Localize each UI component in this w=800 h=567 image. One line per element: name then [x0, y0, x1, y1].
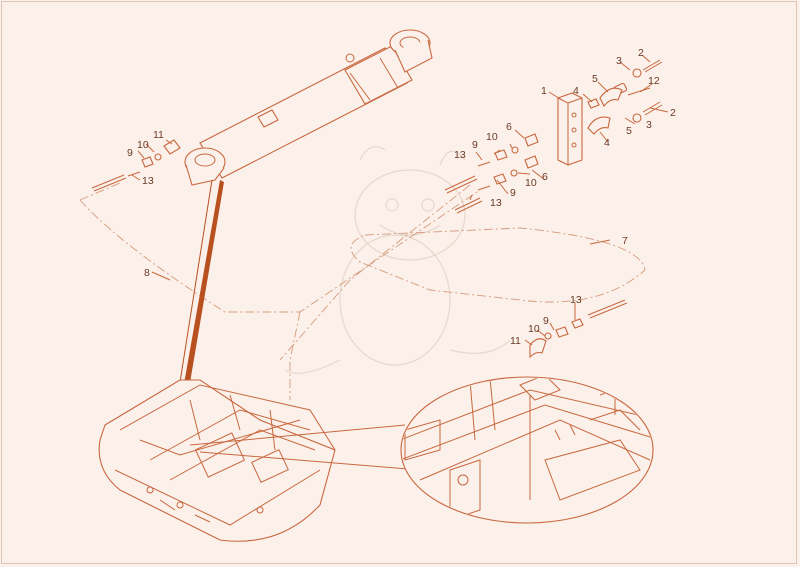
- callout-13: 13: [570, 294, 582, 306]
- callout-2: 2: [670, 107, 676, 119]
- fittings-center: [444, 133, 539, 214]
- fittings-right: [587, 59, 663, 135]
- hose-route-8: [79, 182, 481, 400]
- callout-4: 4: [604, 137, 610, 149]
- callout-9: 9: [543, 315, 549, 327]
- callout-10: 10: [137, 139, 149, 151]
- callout-6: 6: [542, 171, 548, 183]
- callout-3: 3: [646, 119, 652, 131]
- callout-12: 12: [648, 75, 660, 87]
- hose-route-7: [350, 227, 646, 303]
- callout-1: 1: [541, 85, 547, 97]
- callout-13: 13: [490, 197, 502, 209]
- callout-6: 6: [506, 121, 512, 133]
- callout-9: 9: [127, 147, 133, 159]
- watermark-mascot: [284, 146, 511, 374]
- callout-9: 9: [510, 187, 516, 199]
- fittings-lower: [529, 299, 628, 359]
- callout-8: 8: [144, 267, 150, 279]
- callout-10: 10: [528, 323, 540, 335]
- leader-lines: [131, 54, 669, 346]
- callout-5: 5: [626, 125, 632, 137]
- detail-callout-line: [189, 424, 421, 471]
- callout-11: 11: [510, 335, 521, 347]
- detail-zoom-view: [400, 376, 654, 524]
- callout-10: 10: [486, 131, 498, 143]
- callout-labels: 1 2 2 3 3 4 4 5 5 6 6 7 8 9 9 9 9 10 10 …: [127, 47, 676, 347]
- callout-11: 11: [153, 129, 164, 141]
- callout-13: 13: [454, 149, 466, 161]
- hose-route-center: [279, 184, 471, 361]
- callout-3: 3: [616, 55, 622, 67]
- excavator-base-frame: [98, 379, 336, 542]
- callout-7: 7: [622, 235, 628, 247]
- callout-13: 13: [142, 175, 154, 187]
- callout-10: 10: [525, 177, 537, 189]
- callout-2: 2: [638, 47, 644, 59]
- callout-9: 9: [472, 139, 478, 151]
- callout-5: 5: [592, 73, 598, 85]
- manifold-block: [557, 92, 583, 166]
- callout-4: 4: [573, 85, 579, 97]
- fittings-left: [91, 139, 181, 192]
- hydraulic-cylinder: [184, 29, 433, 186]
